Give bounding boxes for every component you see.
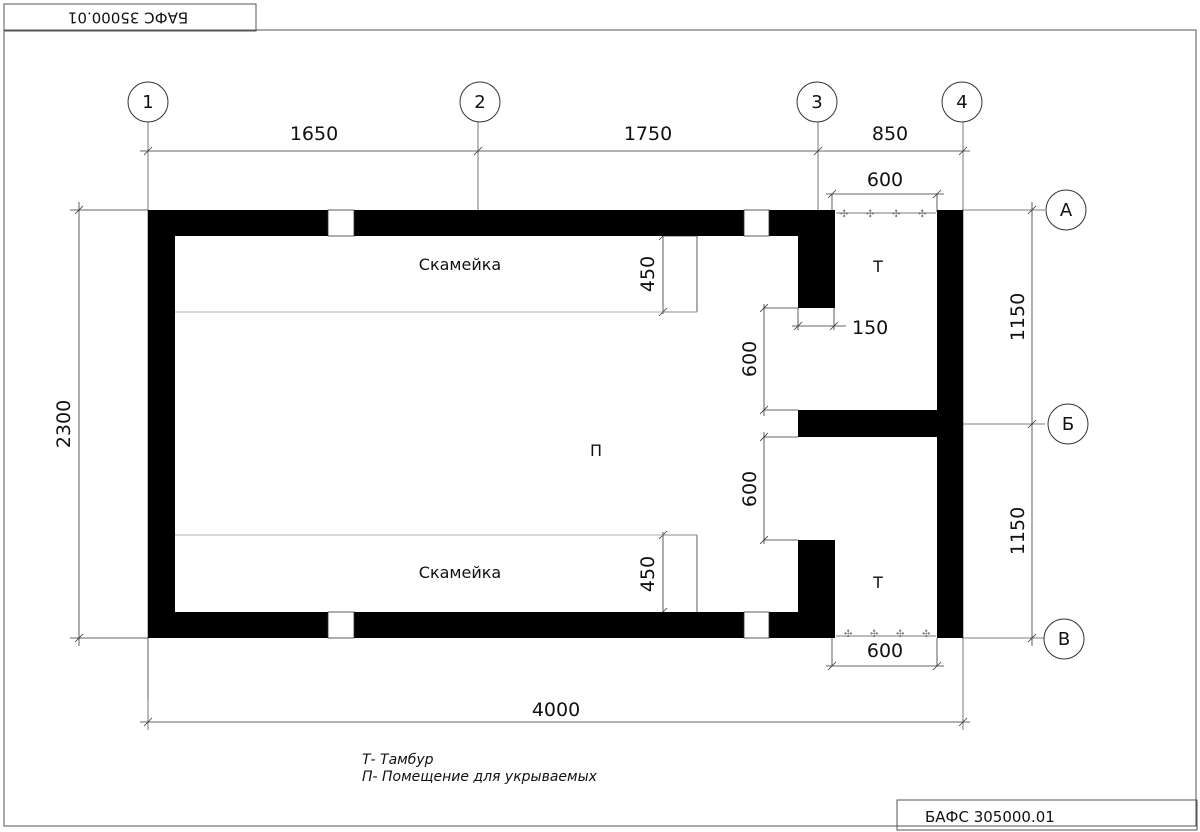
dim-850: 850	[872, 123, 908, 145]
dim-150: 150	[852, 317, 888, 339]
dim-vestibule-top: 600	[867, 169, 903, 191]
dim-1150-upper: 1150	[1007, 293, 1029, 341]
stamp-bottom-box	[896, 799, 1198, 831]
axis-marker-4	[941, 81, 983, 123]
axis-marker-3	[796, 81, 838, 123]
axis-label-a: А	[1060, 200, 1073, 221]
room-label-vestibule-upper: Т	[872, 257, 883, 276]
bench-label-upper: Скамейка	[419, 255, 501, 274]
dim-4000: 4000	[532, 699, 580, 721]
svg-text:✣: ✣	[896, 629, 904, 640]
dim-vestibule-bottom: 600	[867, 640, 903, 662]
dim-450-lower: 450	[637, 556, 659, 592]
stamp-top-box	[3, 3, 257, 32]
room-label-vestibule-lower: Т	[872, 573, 883, 592]
opening-top-2	[743, 209, 770, 237]
dim-1650: 1650	[290, 123, 338, 145]
legend-line-1: Т- Тамбур	[362, 752, 434, 768]
axis-marker-b	[1047, 403, 1089, 445]
stamp-top-code: БАФС 35000.01	[68, 9, 188, 27]
dim-2300: 2300	[53, 400, 75, 448]
dim-1150-lower: 1150	[1007, 507, 1029, 555]
entrance-symbols: ✣ ✣ ✣ ✣ ✣ ✣ ✣ ✣	[840, 209, 930, 640]
wall-middle	[798, 410, 963, 437]
axis-marker-2	[459, 81, 501, 123]
dim-600-upper: 600	[739, 341, 761, 377]
svg-text:✣: ✣	[870, 629, 878, 640]
walls	[148, 210, 963, 638]
axis-label-3: 3	[811, 92, 822, 113]
svg-text:✣: ✣	[922, 629, 930, 640]
dim-1750: 1750	[624, 123, 672, 145]
wall-top-1	[148, 210, 328, 236]
room-label-main: П	[590, 441, 602, 460]
axis-marker-v	[1043, 618, 1085, 660]
wall-top-2	[354, 210, 744, 236]
sheet-frame	[3, 29, 1197, 827]
wall-bottom-2	[354, 612, 744, 638]
axis-marker-1	[127, 81, 169, 123]
wall-partition-upper	[798, 210, 835, 308]
axis-label-1: 1	[142, 92, 153, 113]
axis-label-b: Б	[1062, 414, 1074, 435]
axis-label-v: В	[1058, 629, 1070, 650]
axis-marker-a	[1045, 189, 1087, 231]
svg-text:✣: ✣	[892, 209, 900, 220]
stamp-bottom-code: БАФС 305000.01	[925, 808, 1055, 826]
dim-600-lower: 600	[739, 471, 761, 507]
entrance-marks	[836, 212, 936, 637]
svg-text:✣: ✣	[844, 629, 852, 640]
opening-top-1	[327, 209, 355, 237]
svg-text:✣: ✣	[918, 209, 926, 220]
opening-bottom-2	[743, 611, 770, 639]
wall-bottom-1	[148, 612, 328, 638]
dim-450-upper: 450	[637, 256, 659, 292]
axis-label-2: 2	[474, 92, 485, 113]
legend-line-2: П- Помещение для укрываемых	[362, 769, 598, 785]
bench-edges	[175, 311, 697, 536]
bench-label-lower: Скамейка	[419, 563, 501, 582]
axis-label-4: 4	[956, 92, 967, 113]
wall-left	[148, 210, 175, 638]
svg-text:✣: ✣	[840, 209, 848, 220]
opening-bottom-1	[327, 611, 355, 639]
wall-partition-lower	[798, 540, 835, 638]
svg-text:✣: ✣	[866, 209, 874, 220]
